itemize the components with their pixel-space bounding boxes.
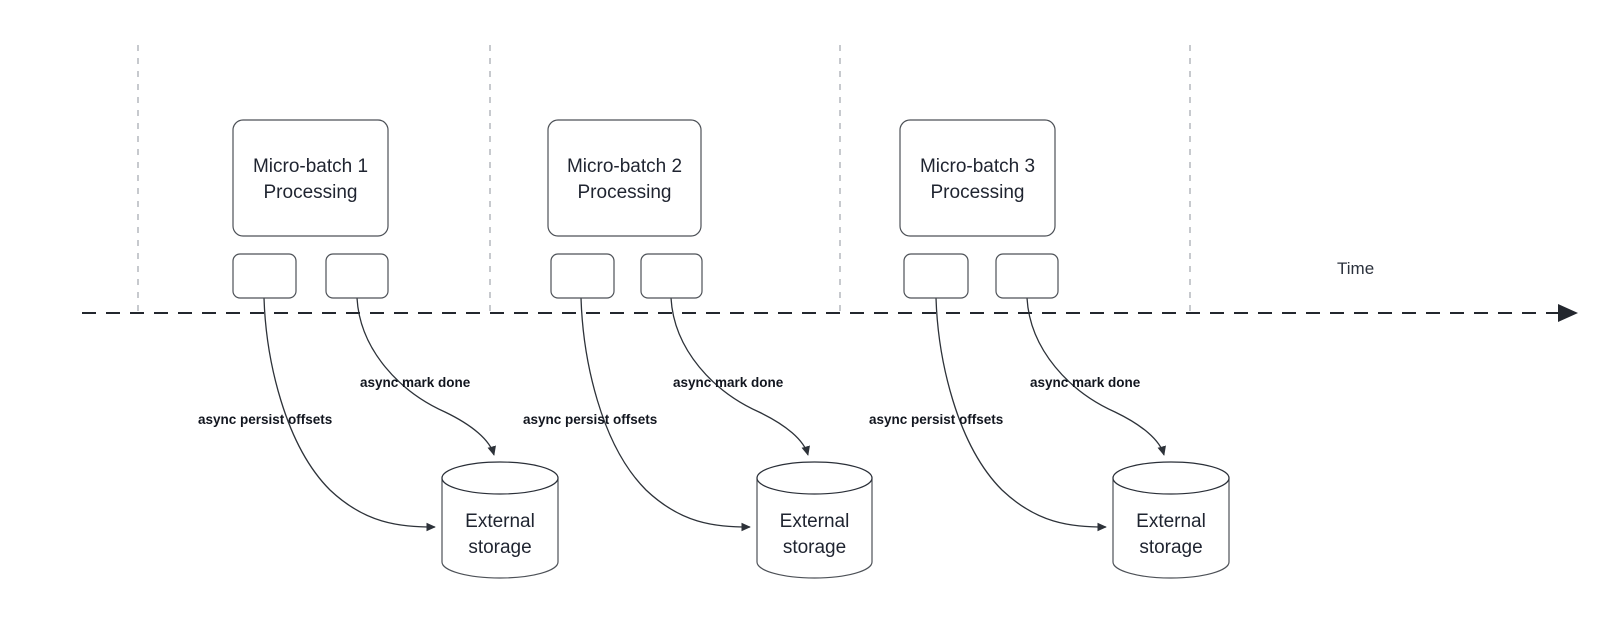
micro-batch-2-title-line1: Micro-batch 2: [567, 156, 682, 177]
timeline-axis: [82, 304, 1578, 322]
micro-batch-group-3: Micro-batch 3 Processing async persist o…: [869, 119, 1230, 579]
external-storage-2-line1: External: [780, 511, 850, 532]
micro-batch-1-title-line2: Processing: [264, 182, 358, 203]
micro-batch-3-title-line1: Micro-batch 3: [920, 156, 1035, 177]
persist-task-box-1[interactable]: [232, 253, 297, 299]
markdone-task-box-3[interactable]: [995, 253, 1059, 299]
timeline-tick-group: [137, 45, 1191, 312]
micro-batch-3-title-line2: Processing: [931, 182, 1025, 203]
markdone-edge-2-path: [670, 297, 810, 456]
micro-batch-1-title-line1: Micro-batch 1: [253, 156, 368, 177]
persist-edge-1-path: [263, 297, 436, 532]
external-storage-1-line1: External: [465, 511, 535, 532]
micro-batch-group-2: Micro-batch 2 Processing async persist o…: [523, 119, 873, 579]
timeline-time-label: Time: [1337, 259, 1374, 278]
timeline-arrowhead: [1558, 304, 1578, 322]
markdone-task-box-1[interactable]: [325, 253, 389, 299]
micro-batch-group-1: Micro-batch 1 Processing async persist o…: [198, 119, 559, 579]
markdone-task-box-2[interactable]: [640, 253, 703, 299]
micro-batch-1-box[interactable]: [232, 119, 389, 237]
markdone-edge-3-path: [1026, 297, 1166, 456]
external-storage-1-line2: storage: [468, 537, 531, 558]
persist-edge-1-label: async persist offsets: [198, 412, 332, 427]
external-storage-3[interactable]: [1112, 461, 1230, 579]
micro-batch-2-box[interactable]: [547, 119, 702, 237]
persist-task-box-2[interactable]: [550, 253, 615, 299]
markdone-edge-3-label: async mark done: [1030, 375, 1141, 390]
persist-edge-3-path: [935, 297, 1107, 532]
persist-edge-2-label: async persist offsets: [523, 412, 657, 427]
external-storage-1[interactable]: [441, 461, 559, 579]
persist-edge-3-label: async persist offsets: [869, 412, 1003, 427]
external-storage-2[interactable]: [756, 461, 873, 579]
persist-task-box-3[interactable]: [903, 253, 969, 299]
micro-batch-2-title-line2: Processing: [578, 182, 672, 203]
external-storage-3-line1: External: [1136, 511, 1206, 532]
markdone-edge-1-label: async mark done: [360, 375, 471, 390]
external-storage-2-line2: storage: [783, 537, 846, 558]
persist-edge-2-path: [580, 297, 751, 532]
micro-batch-3-box[interactable]: [899, 119, 1056, 237]
markdone-edge-2-label: async mark done: [673, 375, 784, 390]
markdone-edge-1-path: [356, 297, 496, 456]
external-storage-3-line2: storage: [1139, 537, 1202, 558]
